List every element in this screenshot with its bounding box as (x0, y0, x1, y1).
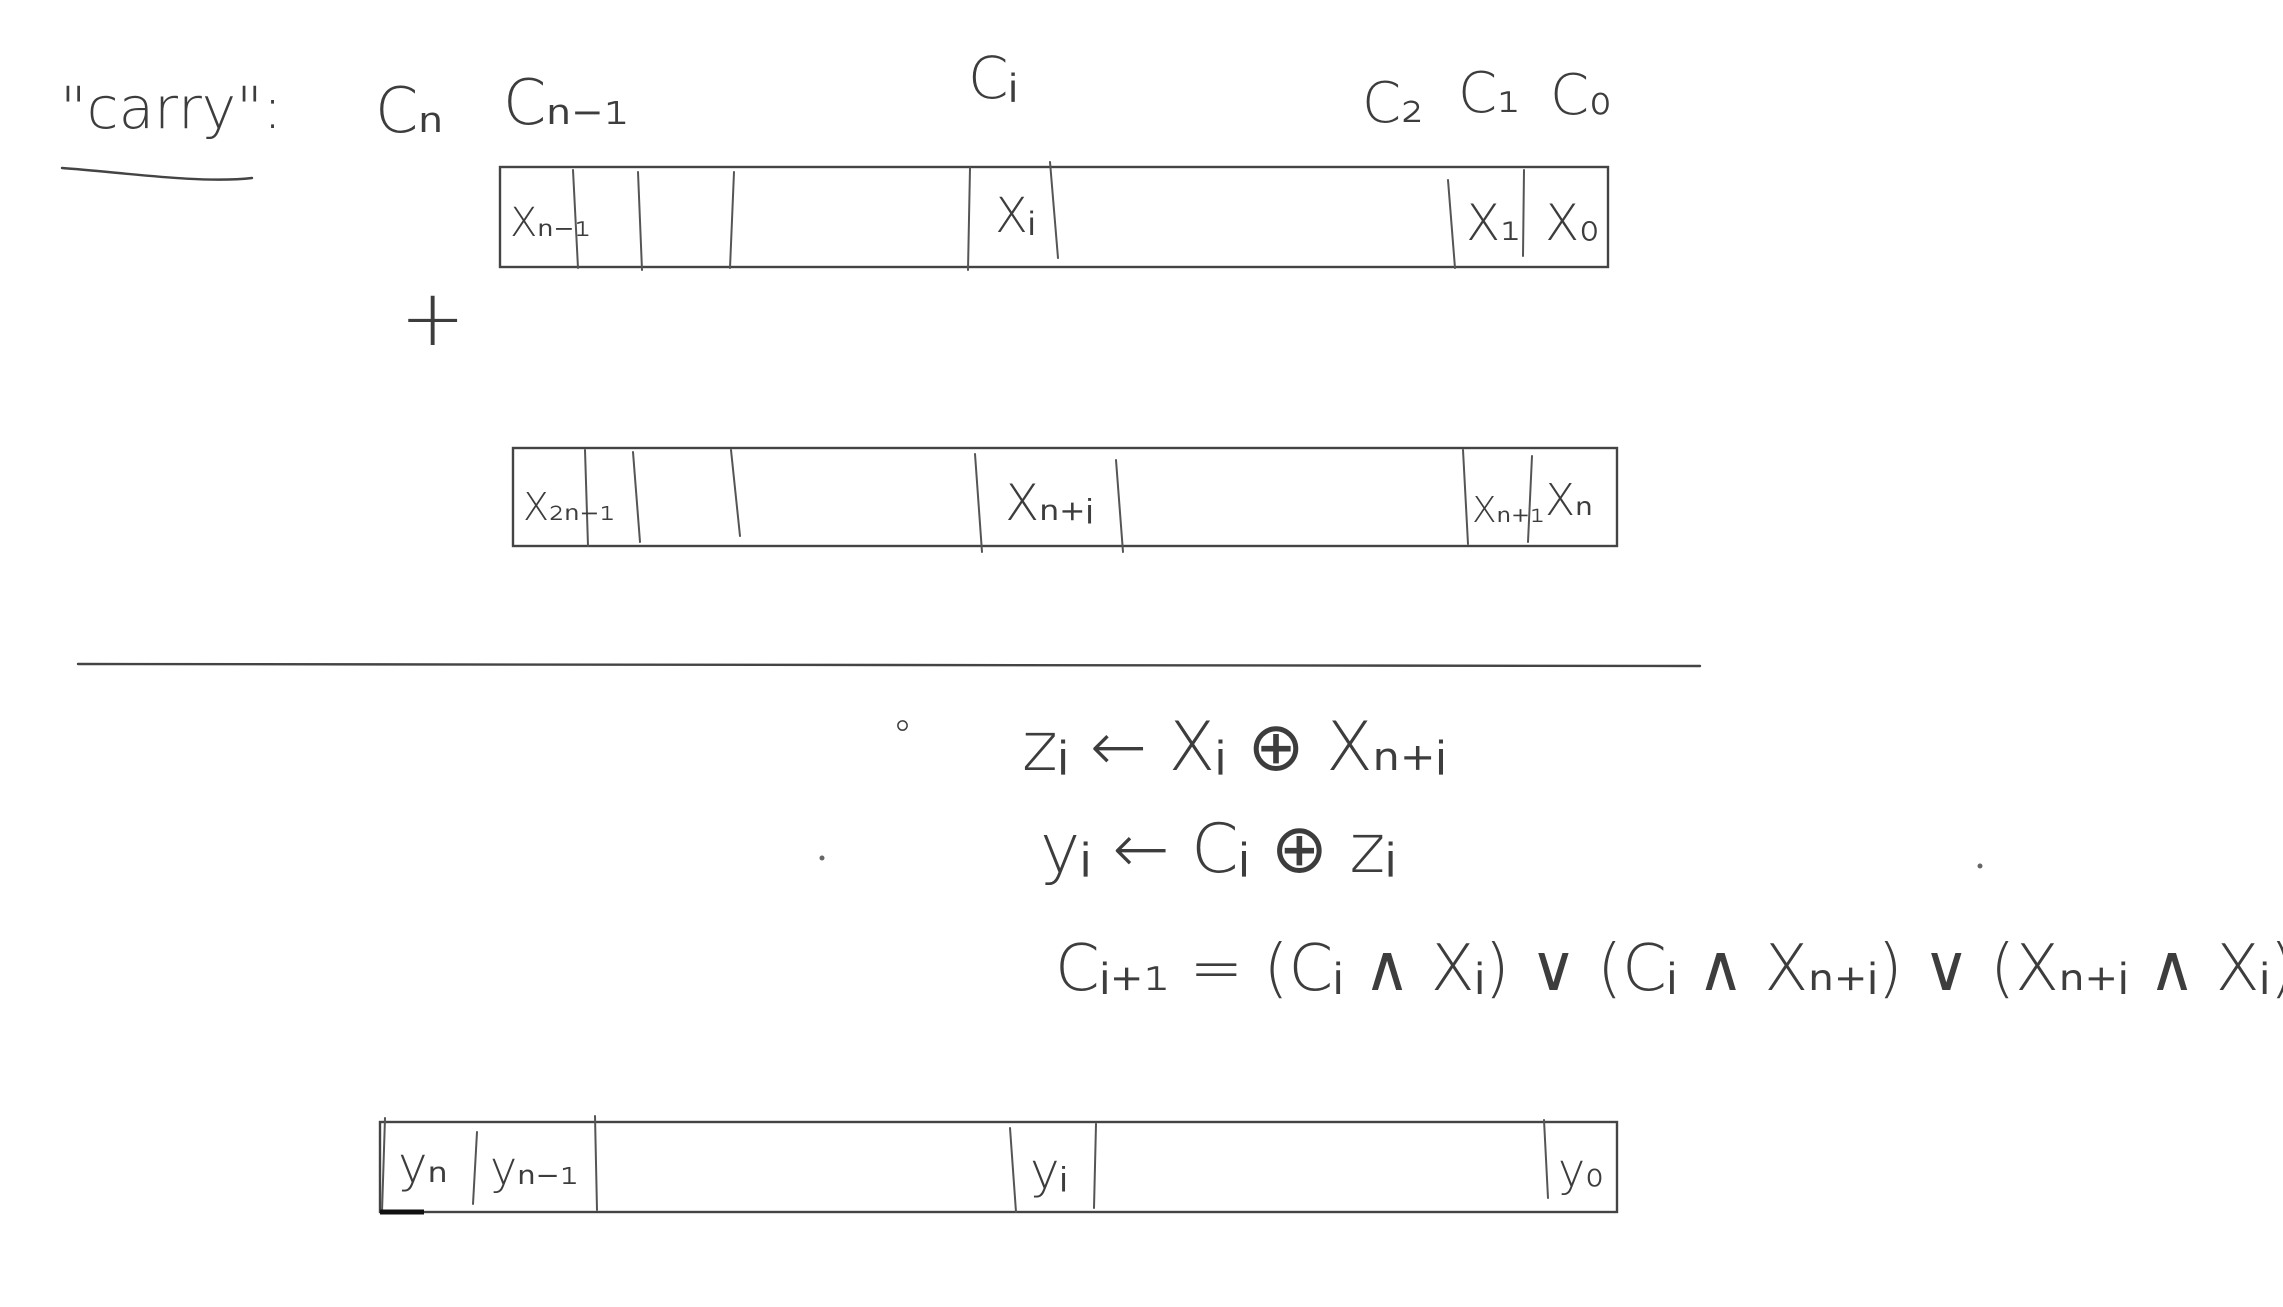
register-x-high: X₂ₙ₋₁ Xₙ₊ᵢ Xₙ₊₁ Xₙ (511, 446, 1619, 553)
cell-x-1: X₁ (1466, 194, 1520, 252)
register-x-low: Xₙ₋₁ Xᵢ X₁ X₀ (498, 161, 1610, 271)
cell-x-n: Xₙ (1545, 475, 1593, 526)
cell-divider (381, 1117, 386, 1213)
carry-c-n-1: Cₙ₋₁ (503, 66, 629, 139)
cell-x-n-plus-1: Xₙ₊₁ (1472, 490, 1544, 531)
carry-c-2: C₂ (1362, 71, 1424, 136)
cell-y-n-1: yₙ₋₁ (490, 1141, 578, 1195)
stray-dot (819, 855, 825, 861)
cell-x-0: X₀ (1545, 194, 1599, 252)
cell-divider (572, 169, 579, 269)
register-x-high-frame (511, 446, 1619, 548)
cell-divider (637, 171, 643, 271)
cell-divider (1462, 449, 1469, 545)
cell-x-n-plus-i: Xₙ₊ᵢ (1005, 474, 1093, 532)
carry-label: "carry": (60, 74, 282, 142)
carry-header: "carry": Cₙ Cₙ₋₁ Cᵢ C₂ C₁ C₀ (60, 44, 1612, 181)
stray-dot (1977, 863, 1983, 869)
carry-c-n: Cₙ (375, 74, 443, 147)
carry-c-1: C₁ (1458, 61, 1520, 126)
cell-divider (729, 171, 735, 269)
equations-block: ∘ zᵢ ← Xᵢ ⊕ Xₙ₊ᵢ yᵢ ← Cᵢ ⊕ zᵢ Cᵢ₊₁ = (Cᵢ… (890, 702, 2283, 1006)
section-divider (76, 662, 1702, 668)
cell-divider (594, 1115, 598, 1211)
cell-divider (1093, 1123, 1097, 1209)
carry-underline (60, 166, 254, 181)
cell-divider (1049, 161, 1059, 259)
cell-divider (1543, 1119, 1549, 1199)
cell-divider (730, 449, 741, 537)
cell-divider (632, 451, 641, 543)
cell-divider (1115, 459, 1124, 553)
cell-x-i: Xᵢ (995, 188, 1035, 244)
register-y: yₙ yₙ₋₁ yᵢ y₀ (378, 1115, 1619, 1215)
equation-y: yᵢ ← Cᵢ ⊕ zᵢ (1040, 810, 1396, 889)
cell-divider (967, 167, 971, 271)
register-y-frame (378, 1120, 1619, 1214)
cell-divider (472, 1131, 478, 1205)
cell-divider (1522, 169, 1525, 257)
register-x-low-frame (498, 165, 1610, 269)
cell-divider (1447, 179, 1456, 269)
carry-c-0: C₀ (1550, 63, 1612, 128)
cell-divider (584, 449, 589, 547)
cell-x-n-1: Xₙ₋₁ (510, 200, 591, 246)
equation-bullet: ∘ (890, 702, 915, 748)
cell-y-n: yₙ (398, 1136, 448, 1194)
cell-divider (974, 453, 983, 553)
cell-divider (1527, 455, 1533, 543)
cell-divider (1009, 1127, 1017, 1213)
cell-y-0: y₀ (1558, 1143, 1604, 1197)
equation-carry: Cᵢ₊₁ = (Cᵢ ∧ Xᵢ) ∨ (Cᵢ ∧ Xₙ₊ᵢ) ∨ (Xₙ₊ᵢ ∧… (1055, 932, 2283, 1006)
equation-z: zᵢ ← Xᵢ ⊕ Xₙ₊ᵢ (1022, 708, 1446, 787)
carry-c-i: Cᵢ (968, 44, 1018, 112)
plus-sign: + (400, 274, 465, 364)
cell-x-2n-1: X₂ₙ₋₁ (523, 485, 615, 529)
cell-y-i: yᵢ (1030, 1142, 1067, 1200)
